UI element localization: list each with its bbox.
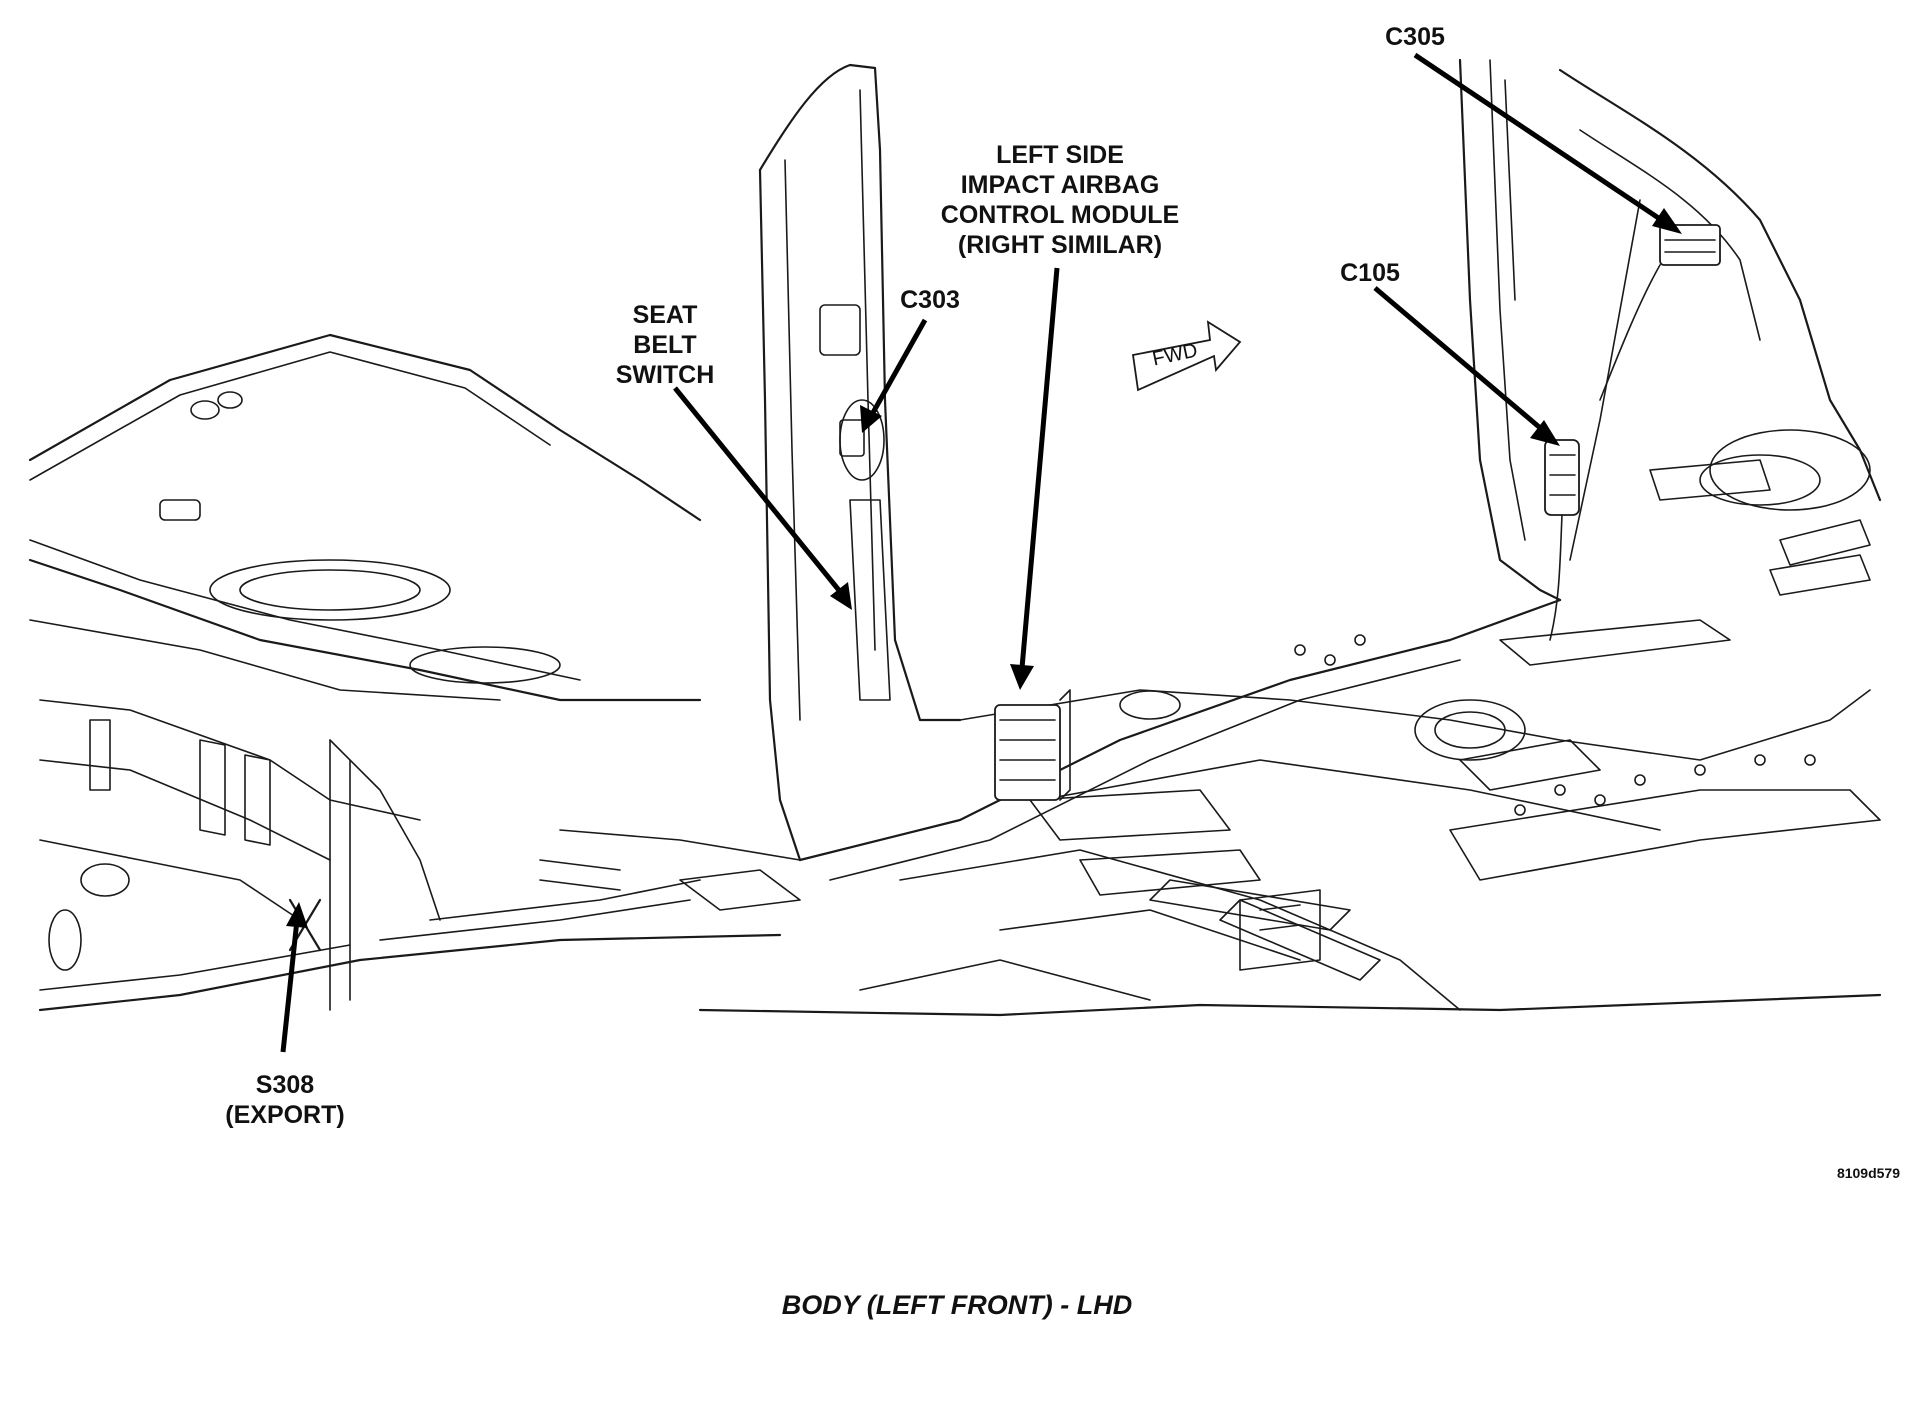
label-c105: C105 <box>1320 258 1420 288</box>
rear-body-structure <box>28 333 782 1012</box>
label-c105-text: C105 <box>1340 259 1400 287</box>
label-seat-belt-line-3: SWITCH <box>615 361 715 389</box>
label-c305-text: C305 <box>1385 23 1445 51</box>
fwd-arrow <box>1131 320 1242 392</box>
label-airbag-line-1: LEFT SIDE <box>996 141 1124 169</box>
diagram-caption-text: BODY (LEFT FRONT) - LHD <box>781 1290 1133 1320</box>
c105-connector <box>1544 439 1580 516</box>
label-s308: S308 (EXPORT) <box>205 1070 365 1130</box>
figure-id: 8109d579 <box>1800 1165 1900 1181</box>
label-seat-belt-switch: SEAT BELT SWITCH <box>595 300 735 390</box>
label-c303: C303 <box>880 285 980 315</box>
airbag-module-drawing <box>994 689 1071 801</box>
a-pillar-door-opening <box>1458 58 1882 641</box>
rocker-rail <box>559 598 1562 881</box>
label-s308-line-2: (EXPORT) <box>225 1101 345 1129</box>
label-airbag-line-4: (RIGHT SIMILAR) <box>957 231 1163 259</box>
label-airbag-line-2: IMPACT AIRBAG <box>960 171 1160 199</box>
label-s308-line-1: S308 <box>255 1071 315 1099</box>
label-airbag-module: LEFT SIDE IMPACT AIRBAG CONTROL MODULE (… <box>920 140 1200 260</box>
diagram-caption: BODY (LEFT FRONT) - LHD <box>0 1290 1914 1321</box>
label-seat-belt-line-1: SEAT <box>632 301 698 329</box>
label-airbag-line-3: CONTROL MODULE <box>940 201 1180 229</box>
label-c305: C305 <box>1365 22 1465 52</box>
floor-pan <box>379 459 1882 1017</box>
figure-id-text: 8109d579 <box>1836 1165 1900 1181</box>
b-pillar <box>758 63 962 862</box>
label-seat-belt-line-2: BELT <box>633 331 697 359</box>
label-c303-text: C303 <box>900 286 960 314</box>
leader-lines <box>280 52 1682 1053</box>
c305-connector <box>1659 224 1721 266</box>
